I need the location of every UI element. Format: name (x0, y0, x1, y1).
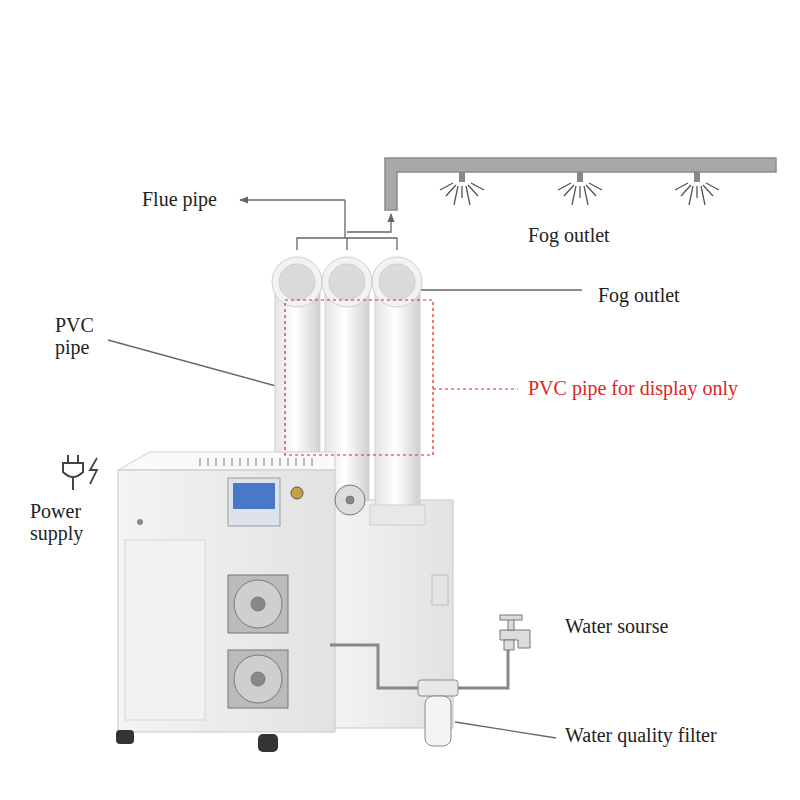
machine-body (116, 257, 453, 752)
part-label: Water sourse (565, 615, 668, 637)
display-only-box (285, 300, 518, 455)
part-label: Fog outlet (598, 284, 680, 306)
part-label: Water quality filter (565, 724, 717, 746)
part-label: Fog outlet (528, 224, 610, 246)
part-label: PVC pipe (55, 314, 111, 358)
part-label: PVC pipe for display only (528, 377, 738, 399)
part-label: Flue pipe (142, 188, 217, 210)
water-faucet (500, 615, 530, 650)
ceiling-pipe (385, 158, 776, 210)
part-label: Power supply (30, 500, 102, 544)
leader-lines (108, 200, 582, 738)
power-plug-icon (63, 455, 97, 490)
water-filter (418, 680, 458, 746)
fog-nozzles (440, 172, 719, 205)
